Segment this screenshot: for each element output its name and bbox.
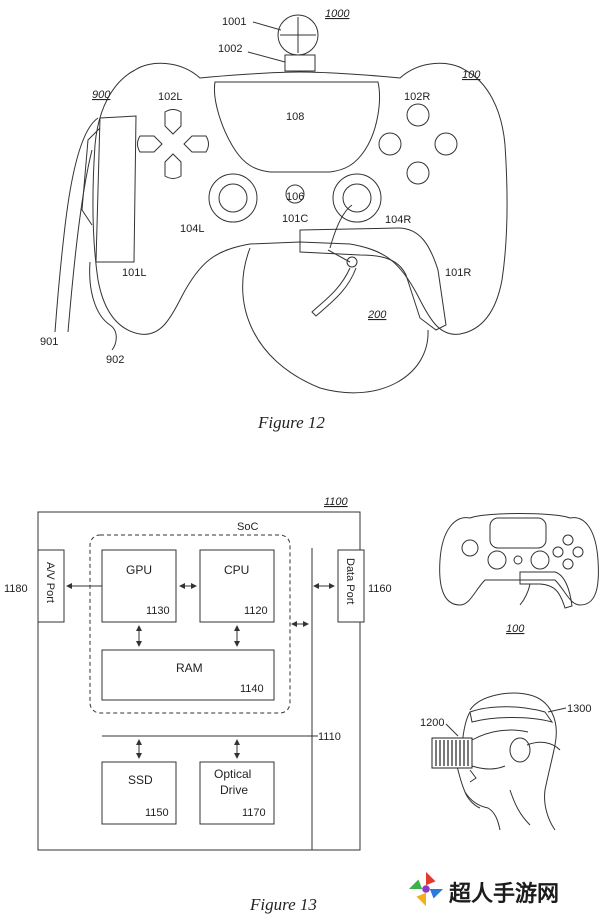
small-controller-icon	[439, 513, 599, 609]
label-102R: 102R	[404, 91, 430, 103]
touchpad	[213, 81, 380, 173]
accessory-900	[95, 115, 137, 263]
figure-13: 1100 SoC GPU 1130 CPU 1120 RAM 1140 A/V …	[4, 496, 599, 914]
bus-lines	[102, 548, 318, 850]
cpu-box	[199, 549, 275, 623]
figure-12: 1001 1000 1002 100 900 102L 102R 108 106…	[40, 8, 508, 432]
data-port-ref: 1160	[368, 583, 392, 595]
controller-body	[92, 62, 508, 335]
label-1001: 1001	[222, 16, 246, 28]
label-102L: 102L	[158, 91, 182, 103]
optical-label-line2: Drive	[220, 783, 248, 797]
peripheral-200	[299, 227, 447, 331]
cpu-ref: 1120	[244, 605, 268, 617]
av-port-box	[37, 549, 65, 623]
left-stick	[208, 173, 258, 223]
label-100: 100	[462, 69, 481, 81]
label-1000: 1000	[325, 8, 350, 20]
right-stick	[332, 173, 382, 223]
label-902: 902	[106, 354, 124, 366]
label-101C: 101C	[282, 213, 308, 225]
face-buttons	[378, 103, 458, 185]
label-104R: 104R	[385, 214, 411, 226]
optical-ref: 1170	[242, 807, 266, 819]
ssd-box	[101, 761, 177, 825]
label-1002: 1002	[218, 43, 242, 55]
label-200: 200	[367, 309, 387, 321]
ram-ref: 1140	[240, 683, 264, 695]
label-controller-100: 100	[506, 623, 525, 635]
label-104L: 104L	[180, 223, 204, 235]
ssd-ref: 1150	[145, 807, 169, 819]
watermark-text: 超人手游网	[449, 882, 560, 907]
label-901: 901	[40, 336, 58, 348]
arrows	[66, 583, 335, 759]
figure-12-caption: Figure 12	[257, 413, 325, 432]
label-head-1300: 1300	[567, 703, 591, 715]
gpu-label: GPU	[126, 563, 152, 577]
camera-mount	[284, 54, 316, 72]
dpad-icon	[137, 109, 209, 179]
cpu-label: CPU	[224, 563, 249, 577]
ram-label: RAM	[176, 661, 203, 675]
optical-label-line1: Optical	[214, 767, 251, 781]
ps-button	[285, 184, 305, 204]
label-1100: 1100	[324, 496, 349, 508]
label-101R: 101R	[445, 267, 471, 279]
hmd-head-icon	[431, 692, 561, 831]
gpu-box	[101, 549, 177, 623]
gpu-ref: 1130	[146, 605, 170, 617]
ram-box	[101, 649, 275, 701]
bus-ref: 1110	[318, 731, 341, 743]
watermark-logo-icon	[408, 871, 444, 907]
label-900: 900	[92, 89, 111, 101]
av-port-label: A/V Port	[44, 562, 56, 603]
av-port-ref: 1180	[4, 583, 28, 595]
label-101L: 101L	[122, 267, 146, 279]
label-106: 106	[286, 191, 304, 203]
data-port-box	[337, 549, 365, 623]
data-port-label: Data Port	[344, 558, 356, 604]
label-hmd-1200: 1200	[420, 717, 444, 729]
optical-drive-box	[199, 761, 275, 825]
figure-13-caption: Figure 13	[249, 895, 317, 914]
soc-box	[89, 534, 291, 714]
label-108: 108	[286, 111, 304, 123]
ssd-label: SSD	[128, 773, 153, 787]
soc-label: SoC	[237, 521, 258, 533]
watermark: 超人手游网	[405, 868, 595, 912]
